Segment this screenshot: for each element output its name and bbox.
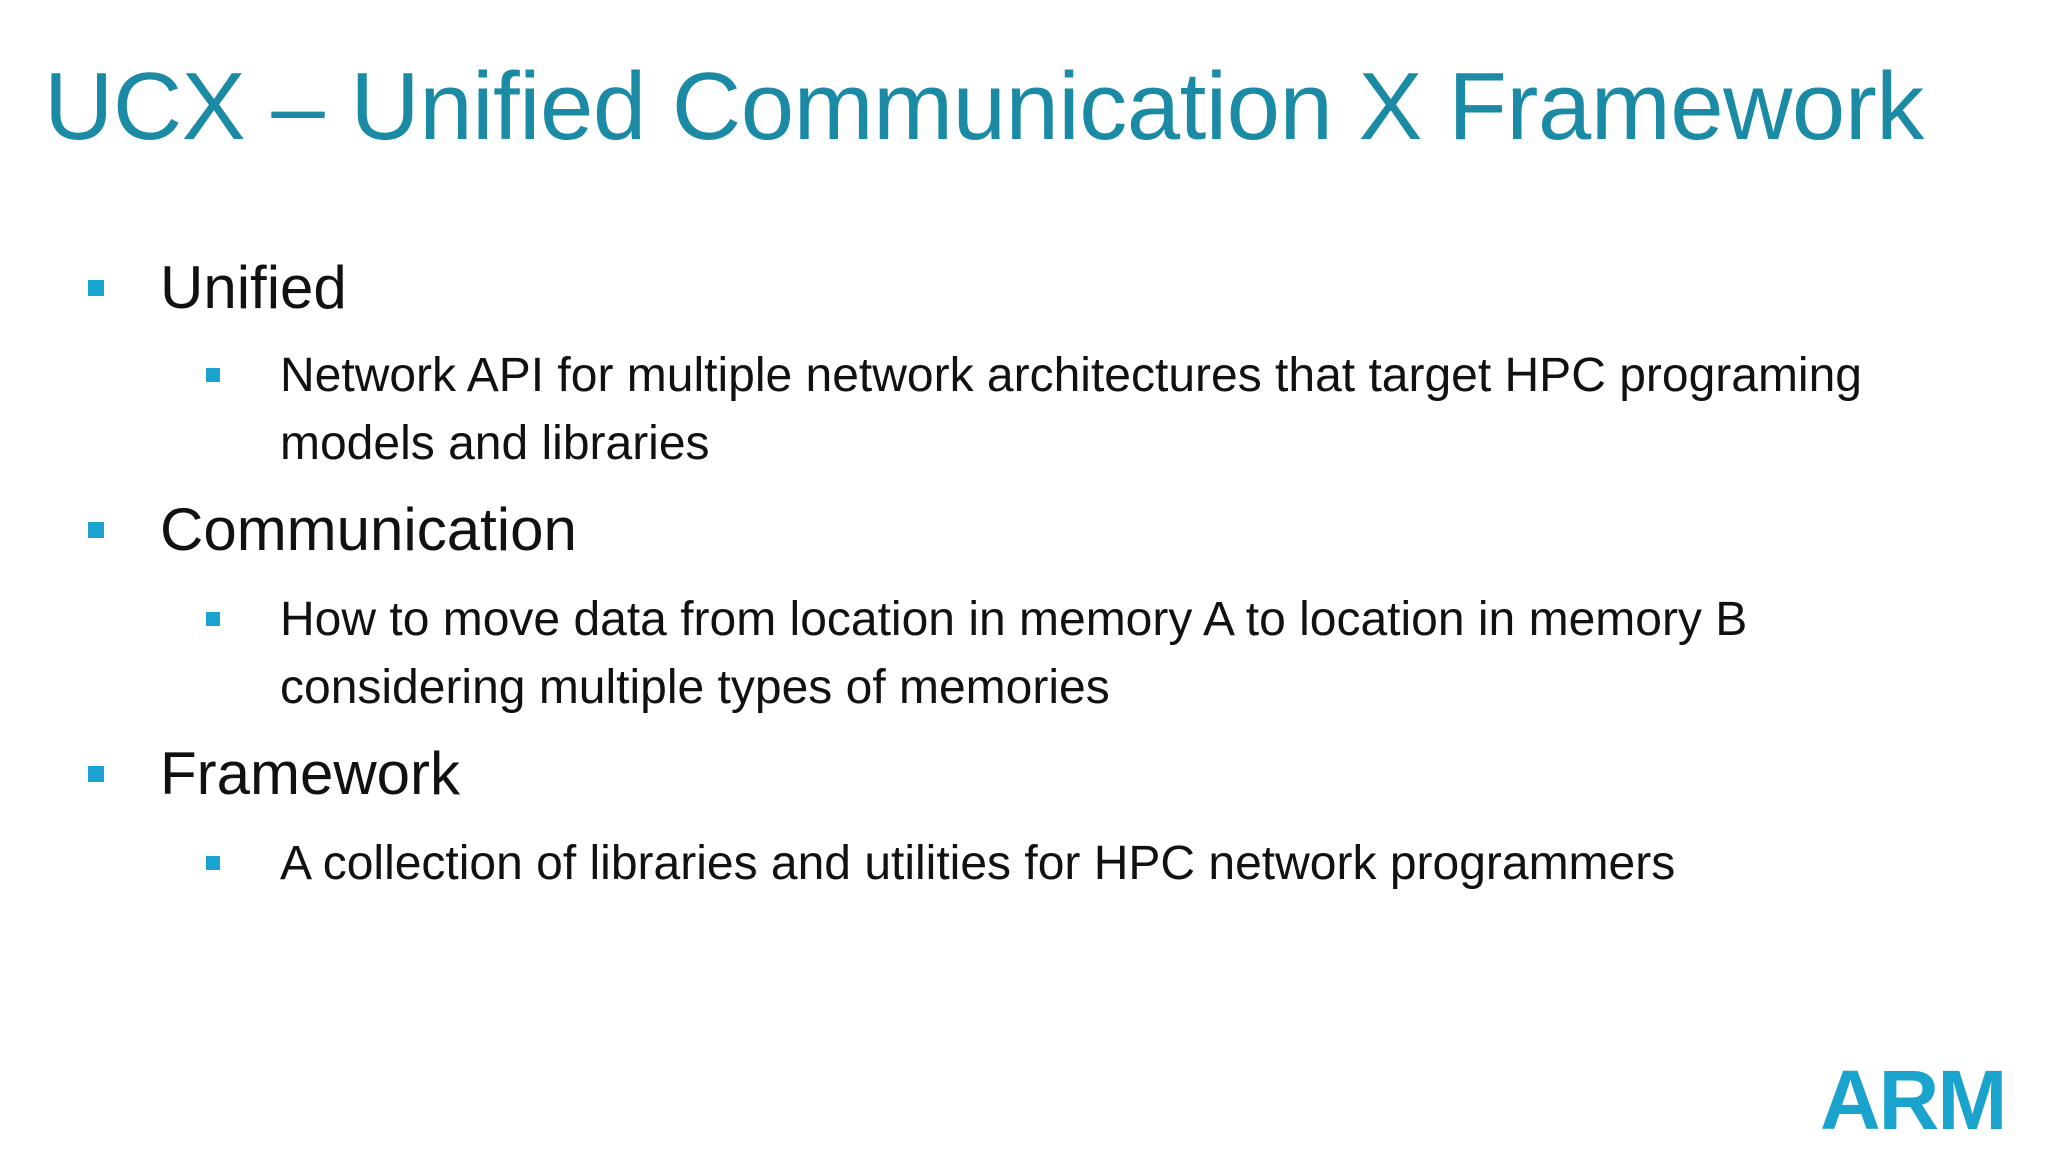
sub-bullet-text: Network API for multiple network archite… bbox=[280, 349, 1862, 470]
sub-bullet-text: A collection of libraries and utilities … bbox=[280, 837, 1676, 890]
square-bullet-icon bbox=[88, 280, 104, 296]
bullet-label: Communication bbox=[160, 496, 577, 563]
square-bullet-icon bbox=[206, 856, 220, 870]
square-bullet-icon bbox=[206, 368, 220, 382]
bullet-label: Framework bbox=[160, 740, 461, 807]
square-bullet-icon bbox=[88, 522, 104, 538]
sub-bullet-text: How to move data from location in memory… bbox=[280, 593, 1748, 714]
arm-logo: ARM bbox=[1820, 1053, 2007, 1147]
bullet-label: Unified bbox=[160, 254, 347, 321]
square-bullet-icon bbox=[206, 612, 220, 626]
square-bullet-icon bbox=[88, 766, 104, 782]
slide-title: UCX – Unified Communication X Framework bbox=[44, 53, 1924, 160]
